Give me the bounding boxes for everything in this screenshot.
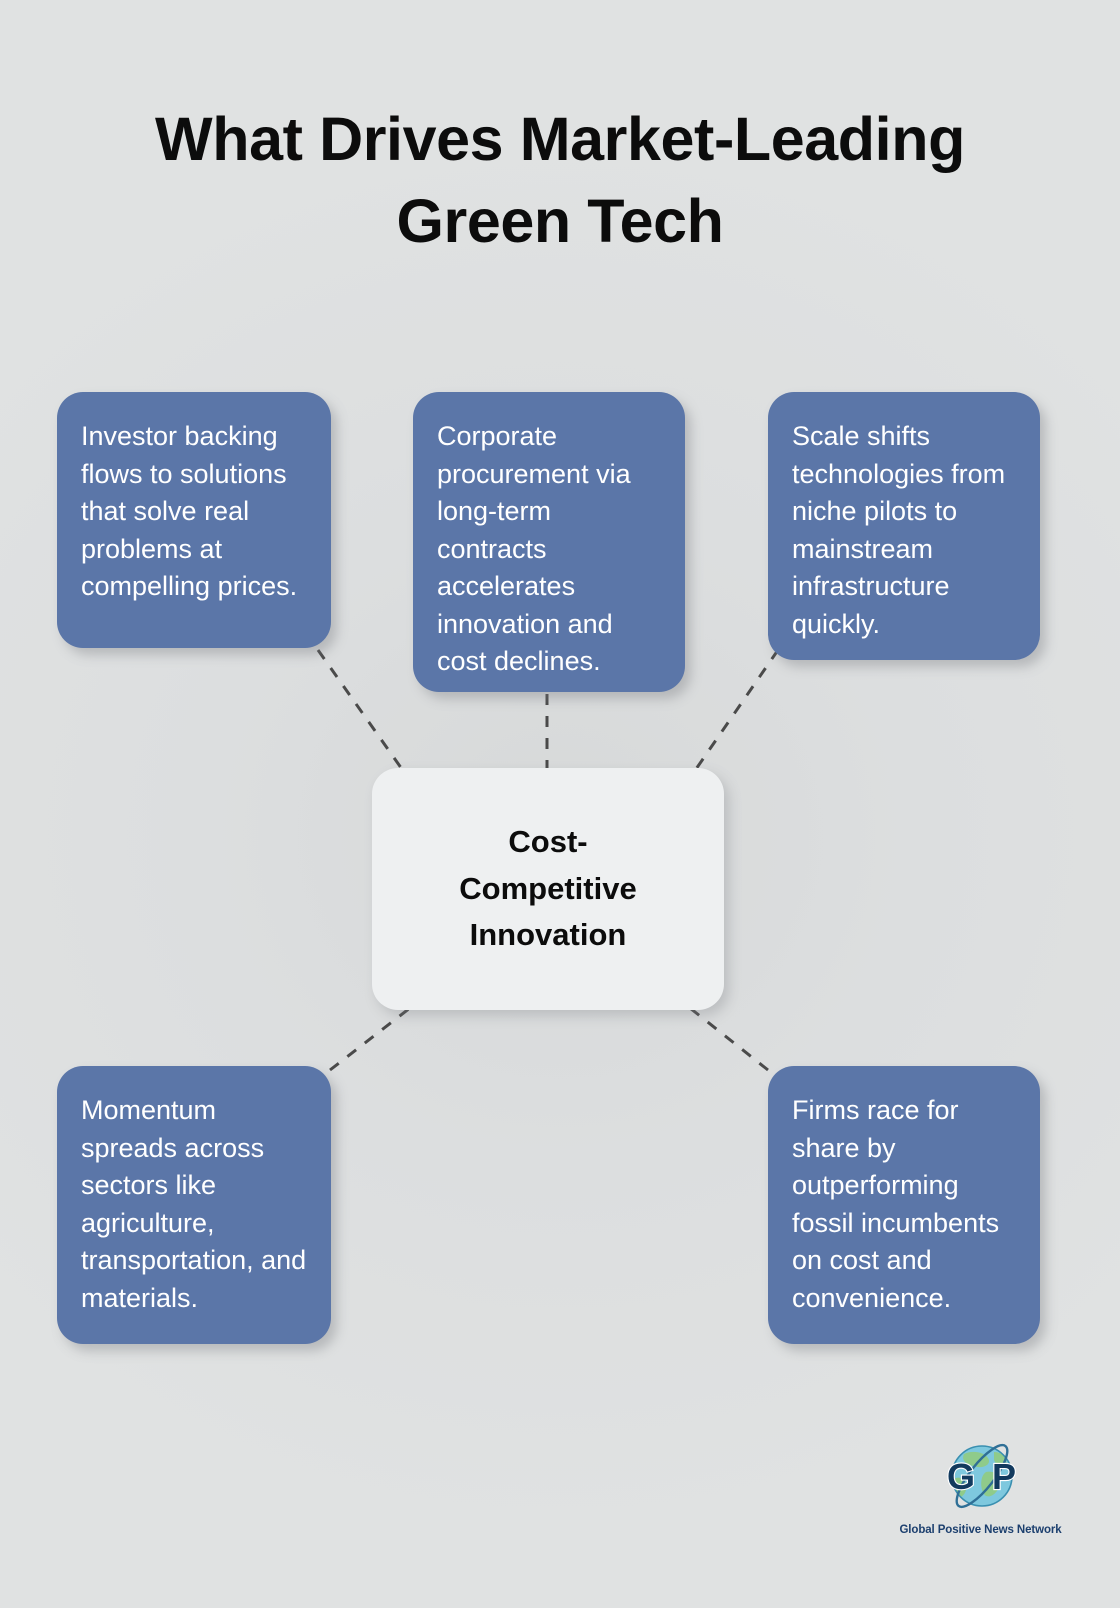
node-top-left-text: Investor backing flows to solutions that… xyxy=(81,421,298,602)
svg-text:G: G xyxy=(947,1456,975,1497)
node-top-right-text: Scale shifts technologies from niche pil… xyxy=(792,421,1006,639)
connector-node-1 xyxy=(316,649,406,773)
node-bottom-left-text: Momentum spreads across sectors like agr… xyxy=(81,1095,307,1313)
connector-node-4 xyxy=(329,1006,411,1072)
svg-text:P: P xyxy=(992,1456,1016,1497)
node-top-center[interactable]: Corporate procurement via long-term cont… xyxy=(413,392,685,692)
connector-node-3 xyxy=(692,649,780,773)
node-bottom-right-text: Firms race for share by outperforming fo… xyxy=(792,1095,1000,1313)
node-bottom-right[interactable]: Firms race for share by outperforming fo… xyxy=(768,1066,1040,1344)
connector-node-5 xyxy=(689,1006,769,1072)
globe-logo-icon: G P xyxy=(946,1443,1017,1509)
node-bottom-left[interactable]: Momentum spreads across sectors like agr… xyxy=(57,1066,331,1344)
node-top-right[interactable]: Scale shifts technologies from niche pil… xyxy=(768,392,1040,660)
logo[interactable]: G P Global Positive News Network xyxy=(898,1432,1063,1550)
center-node[interactable]: Cost- Competitive Innovation xyxy=(372,768,724,1010)
node-top-left[interactable]: Investor backing flows to solutions that… xyxy=(57,392,331,648)
node-top-center-text: Corporate procurement via long-term cont… xyxy=(437,421,631,677)
logo-caption: Global Positive News Network xyxy=(899,1524,1062,1536)
page-title: What Drives Market-Leading Green Tech xyxy=(155,105,965,256)
center-node-label: Cost- Competitive Innovation xyxy=(459,824,637,953)
